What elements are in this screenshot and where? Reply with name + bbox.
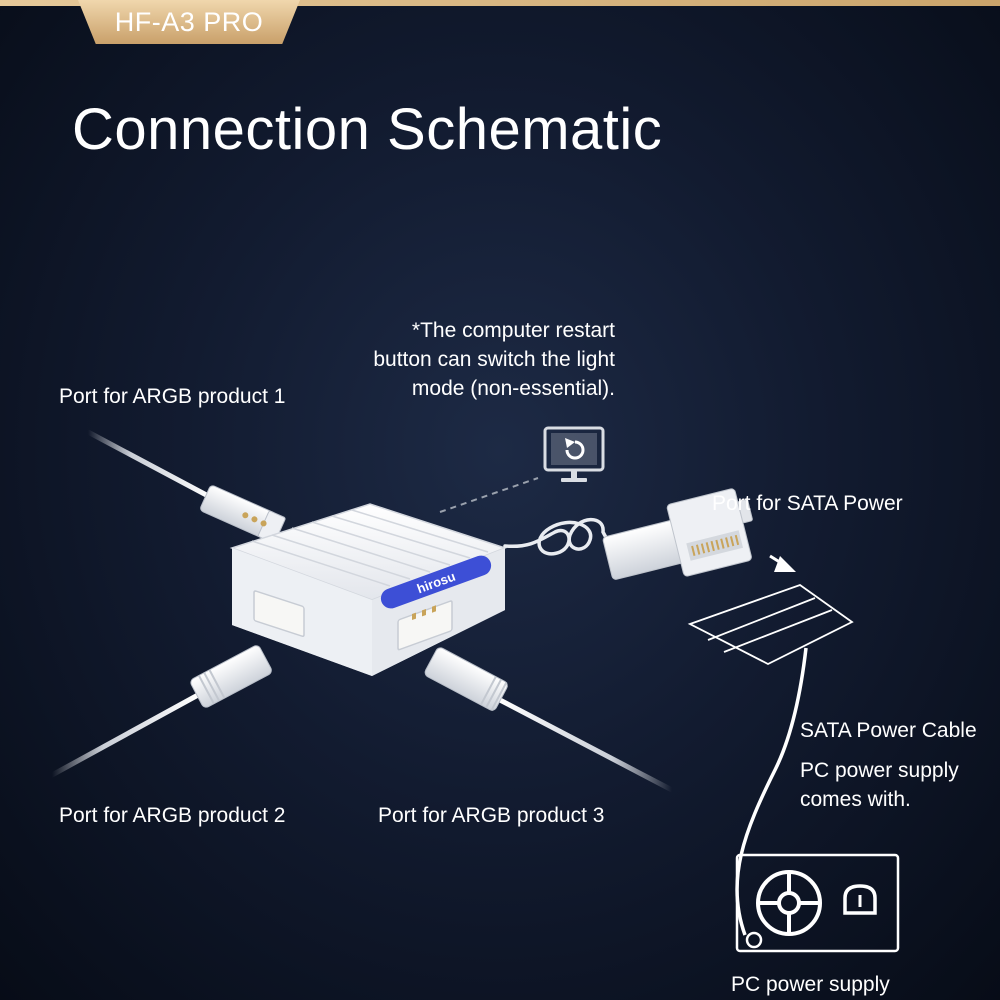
restart-note: *The computer restart button can switch … xyxy=(373,316,615,403)
argb-connector-2 xyxy=(190,645,272,708)
argb-port-1-label: Port for ARGB product 1 xyxy=(59,385,286,408)
page-title: Connection Schematic xyxy=(72,97,663,162)
restart-note-line-1: *The computer restart xyxy=(411,319,615,342)
psu xyxy=(735,853,900,953)
restart-note-line-2: button can switch the light xyxy=(373,348,615,371)
argb-cable-3 xyxy=(424,647,675,793)
argb-port-3-label: Port for ARGB product 3 xyxy=(378,804,605,827)
argb-port-2-label: Port for ARGB product 2 xyxy=(59,804,286,827)
gauge-icon xyxy=(843,884,877,915)
psu-cable-socket xyxy=(745,931,763,949)
psu-label: PC power supply xyxy=(731,973,890,996)
argb-hub: hirosu xyxy=(229,503,508,676)
hub-brand-badge: hirosu xyxy=(380,555,492,609)
product-tab: HF-A3 PRO xyxy=(78,0,300,44)
sata-port-label: Port for SATA Power xyxy=(712,492,903,515)
sata-cable-label: SATA Power Cable xyxy=(800,719,977,742)
coiled-cable xyxy=(503,517,612,556)
sata-connector xyxy=(602,488,753,580)
restart-dashed-line xyxy=(439,477,539,513)
sata-cable-note-line-2: comes with. xyxy=(800,788,911,811)
restart-note-line-3: mode (non-essential). xyxy=(411,377,615,400)
argb-connector-1 xyxy=(200,485,286,544)
sata-cable-note-line-1: PC power supply xyxy=(800,759,959,782)
top-accent-bar xyxy=(0,0,1000,6)
monitor-restart-icon xyxy=(543,426,605,482)
argb-connector-3 xyxy=(424,647,508,712)
argb-cable-1 xyxy=(85,429,286,544)
hub-ribs xyxy=(251,509,489,587)
product-tab-label: HF-A3 PRO xyxy=(114,6,264,37)
fan-icon xyxy=(756,870,822,936)
argb-cable-2 xyxy=(49,645,272,778)
connect-arrow-icon xyxy=(769,554,796,572)
